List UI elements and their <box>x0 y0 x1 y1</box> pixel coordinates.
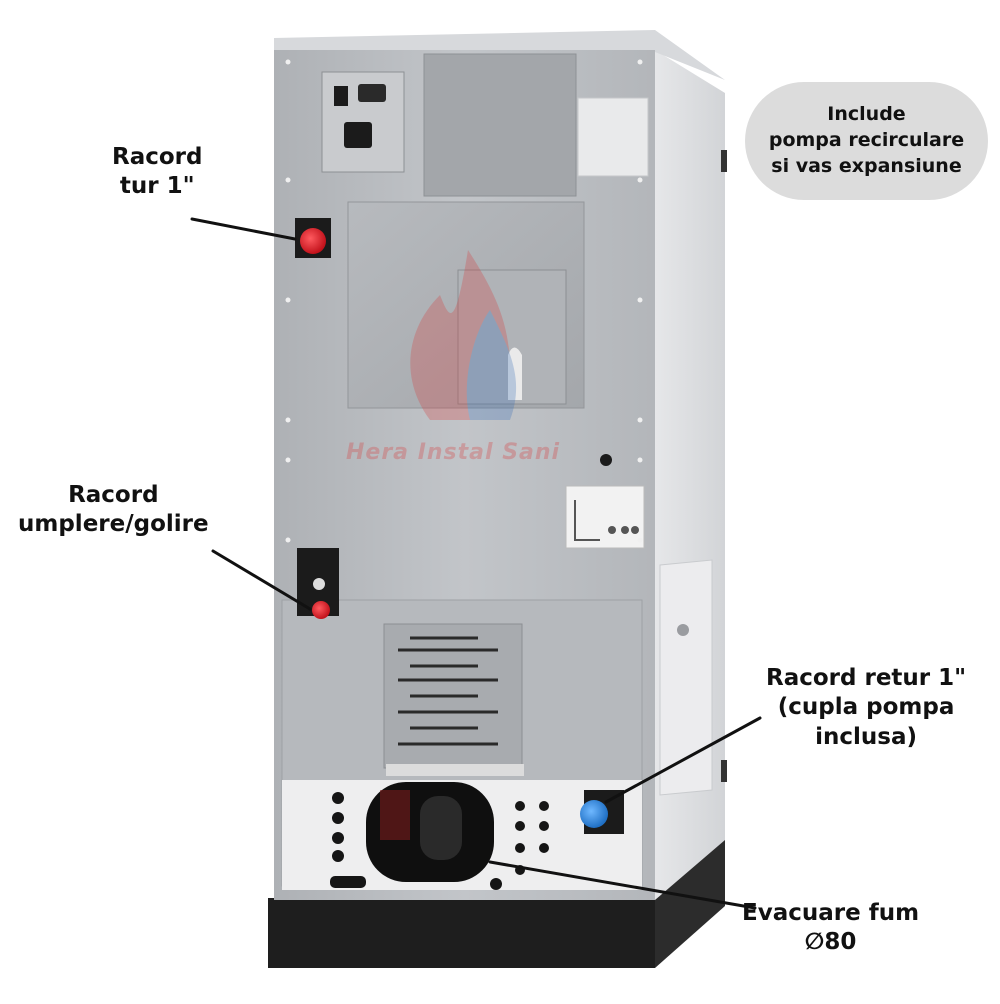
info-sticker <box>565 485 645 549</box>
label-evacuare-fum: Evacuare fum ∅80 <box>742 900 920 956</box>
label-racord-tur: Racord tur 1" <box>112 144 203 200</box>
flue-outlet <box>366 782 494 882</box>
boiler-base <box>268 838 725 968</box>
spec-label <box>577 97 649 177</box>
feature-bubble: Include pompa recirculare si vas expansi… <box>745 82 988 200</box>
watermark-logo <box>410 250 517 420</box>
label-racord-retur: Racord retur 1" (cupla pompa inclusa) <box>766 665 967 750</box>
tur-fitting <box>295 218 331 258</box>
vent-grille <box>383 623 524 776</box>
pointer-retur <box>604 716 762 804</box>
label-racord-umplere: Racord umplere/golire <box>18 482 209 538</box>
vent-holes <box>330 792 549 890</box>
sensor-port <box>600 454 612 466</box>
bubble-line-3: si vas expansiune <box>771 154 962 177</box>
pointer-fum <box>488 860 757 910</box>
panel-screws <box>285 59 643 543</box>
boiler-top <box>274 30 725 80</box>
electrical-panel <box>321 71 405 173</box>
boiler-side-panel <box>655 50 727 900</box>
pointer-tur <box>190 217 297 241</box>
umplere-fitting <box>297 548 339 619</box>
watermark-text: Hera Instal Sani <box>346 440 561 465</box>
bubble-line-1: Include <box>827 103 906 126</box>
bubble-line-2: pompa recirculare <box>768 129 965 152</box>
pointer-umplere <box>211 549 312 611</box>
middle-plate <box>347 201 585 409</box>
upper-box <box>423 53 577 197</box>
